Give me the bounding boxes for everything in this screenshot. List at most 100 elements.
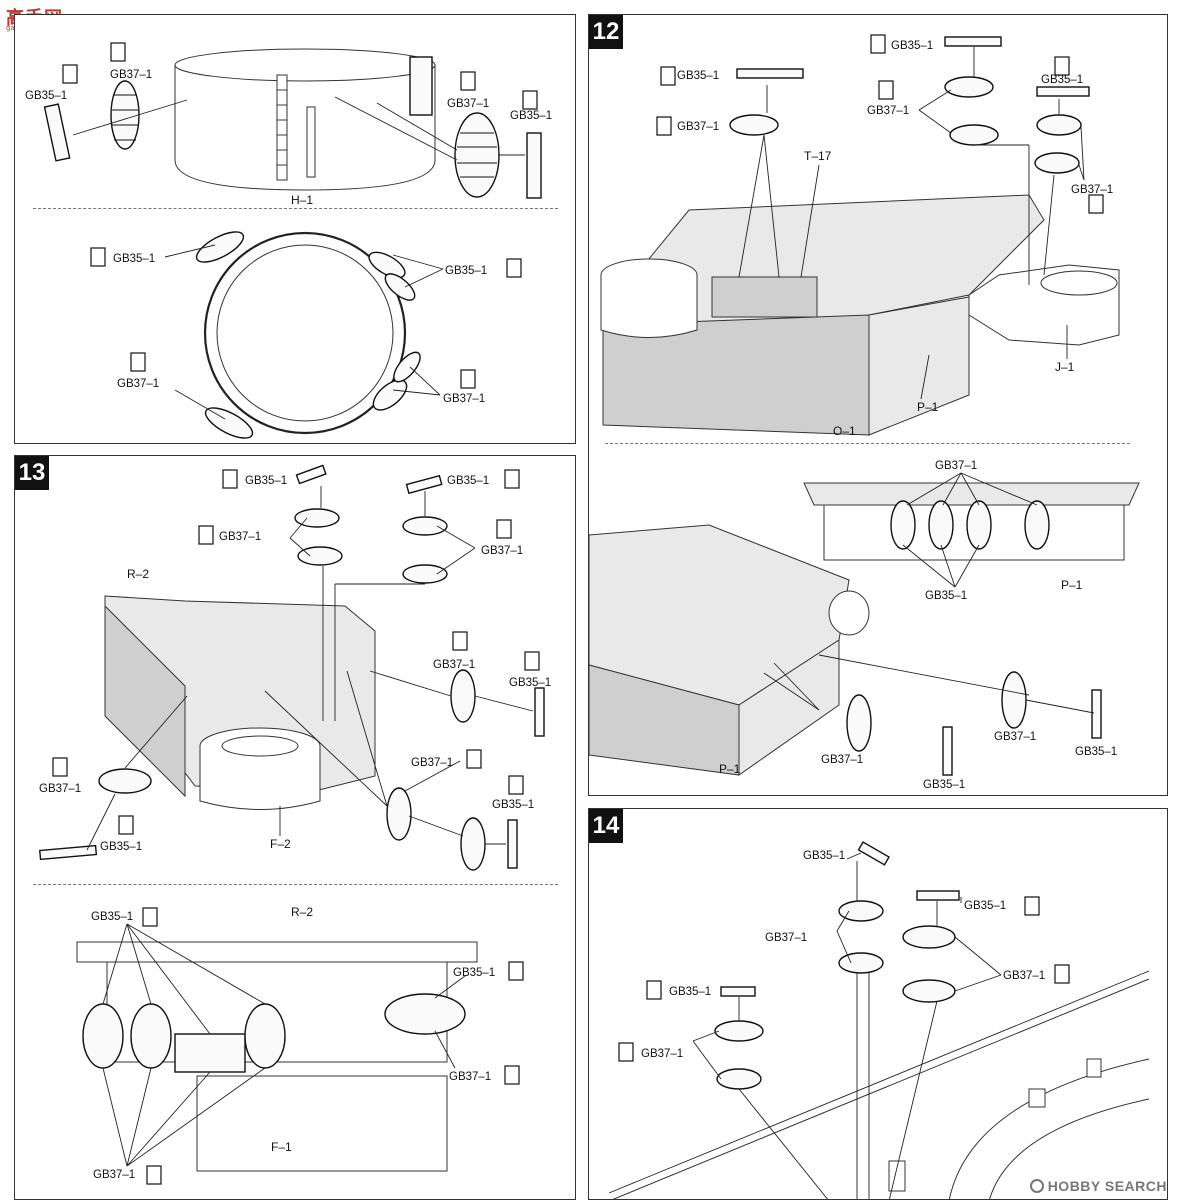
bag-part-icon: [142, 907, 158, 927]
raft-gb35-14c: [720, 986, 756, 997]
turret-ring: [948, 1058, 1150, 1199]
raft-gb35-c: [534, 687, 545, 737]
label-p1: P–1: [917, 400, 939, 414]
step-12-number: 12: [589, 15, 623, 49]
step-14-number: 14: [589, 809, 623, 843]
step-13-divider: [33, 884, 558, 885]
cylinder-h1-top: [174, 48, 436, 82]
step-13-panel: 13 GB35–1 G: [14, 455, 576, 1200]
label-o1: O–1: [833, 424, 856, 438]
bag-part-icon: [504, 1065, 520, 1085]
step-12-drawing: GB35–1 GB37–1 GB35–1 GB37–1 GB35–1 GB37–…: [589, 34, 1140, 791]
bag-part-icon: [1054, 964, 1070, 984]
step-11-panel: 11 GB37–1 GB35–1 GB37–1 GB35–1 H–1: [14, 14, 576, 444]
raft-gb37-left: [110, 80, 140, 150]
raft-gb37-14b: [902, 925, 956, 1003]
raft-gb37-a: [294, 508, 343, 566]
bag-part-icon: [496, 519, 512, 539]
label-gb37: GB37–1: [994, 731, 1036, 743]
raft-gb37-top1: [729, 114, 779, 136]
hobby-search-logo-icon: [1029, 1179, 1044, 1193]
label-gb37: GB37–1: [110, 69, 152, 81]
watermark-text: HOBBY SEARCH: [1047, 1178, 1167, 1194]
label-gb35: GB35–1: [492, 799, 534, 811]
step-12-divider: [605, 443, 1130, 444]
bag-part-icon: [118, 815, 134, 835]
raft-gb37-lower1: [846, 694, 872, 752]
label-f2: F–2: [270, 837, 291, 851]
raft-gb37-b: [402, 516, 448, 584]
raft-gb37-d: [98, 768, 152, 794]
raft-gb35-top3: [1036, 86, 1090, 97]
raft-gb35-right: [526, 132, 542, 199]
raft-gb37-14c: [714, 1020, 764, 1090]
label-gb35: GB35–1: [453, 967, 495, 979]
raft-gb35-a: [295, 464, 327, 485]
raft-gb37-e: [386, 787, 486, 871]
label-gb37: GB37–1: [39, 783, 81, 795]
label-t17: T–17: [804, 149, 832, 163]
step-14-drawing: GB35–1 GB37–1 GB35–1 GB37–1 GB35–1 GB37–…: [608, 841, 1150, 1199]
label-gb37: GB37–1: [117, 378, 159, 390]
raft-gb35-b: [405, 474, 443, 495]
bag-part-icon: [90, 247, 106, 267]
label-gb35: GB35–1: [509, 677, 551, 689]
raft-gb35-e: [507, 819, 518, 869]
label-h1: H–1: [291, 193, 313, 207]
ladder: [276, 74, 288, 181]
bag-part-icon: [524, 651, 540, 671]
bag-part-icon: [618, 1042, 634, 1062]
raft-gb37-top3: [1034, 114, 1082, 174]
label-gb35: GB35–1: [510, 110, 552, 122]
aft-deck-view: [803, 482, 1140, 506]
label-gb35: GB35–1: [1075, 746, 1117, 758]
raft-gb35-lower1: [942, 726, 953, 776]
label-f1: F–1: [271, 1140, 292, 1154]
raft-gb37-lower2: [1001, 671, 1027, 729]
raft-row-aft: [890, 500, 1050, 550]
bag-part-icon: [504, 469, 520, 489]
label-gb35: GB35–1: [113, 253, 155, 265]
raft-gb35-top1: [736, 68, 804, 79]
label-gb37: GB37–1: [1003, 970, 1045, 982]
bag-part-icon: [222, 469, 238, 489]
label-r2: R–2: [291, 905, 313, 919]
watermark: HOBBY SEARCH: [1029, 1178, 1167, 1194]
bag-part-icon: [460, 71, 476, 91]
raft-gb35-lower2: [1091, 689, 1102, 739]
label-gb35: GB35–1: [669, 986, 711, 998]
raft-gb35-14b: [916, 890, 960, 901]
bag-part-icon: [1088, 194, 1104, 214]
label-gb35: GB35–1: [91, 911, 133, 923]
bag-part-icon: [466, 749, 482, 769]
label-gb37: GB37–1: [677, 121, 719, 133]
raft-gb37-right: [454, 112, 500, 198]
raft-gb37-14a: [838, 900, 884, 974]
raft-top-view-tr: [368, 251, 416, 301]
label-j1: J–1: [1055, 360, 1075, 374]
bag-part-icon: [52, 757, 68, 777]
bag-part-icon: [508, 775, 524, 795]
label-gb37: GB37–1: [867, 105, 909, 117]
bag-part-icon: [660, 66, 676, 86]
bag-part-icon: [878, 80, 894, 100]
raft-gb35-top2: [944, 36, 1002, 47]
label-gb35: GB35–1: [25, 90, 67, 102]
label-r2: R–2: [127, 567, 149, 581]
label-gb37: GB37–1: [411, 757, 453, 769]
deck-edge: [612, 978, 1150, 1199]
bag-part-icon: [656, 116, 672, 136]
raft-side-right: [384, 993, 466, 1035]
label-gb37: GB37–1: [1071, 184, 1113, 196]
bag-part-icon: [1054, 56, 1070, 76]
bag-part-icon: [506, 258, 522, 278]
bag-part-icon: [110, 42, 126, 62]
label-gb35: GB35–1: [100, 841, 142, 853]
label-gb35: GB35–1: [923, 779, 965, 791]
bag-part-icon: [460, 369, 476, 389]
side-view-top: [76, 941, 478, 963]
bag-part-icon: [508, 961, 524, 981]
raft-top-view-br: [372, 351, 421, 411]
raft-gb35-d: [38, 844, 98, 861]
label-gb35: GB35–1: [1041, 74, 1083, 86]
